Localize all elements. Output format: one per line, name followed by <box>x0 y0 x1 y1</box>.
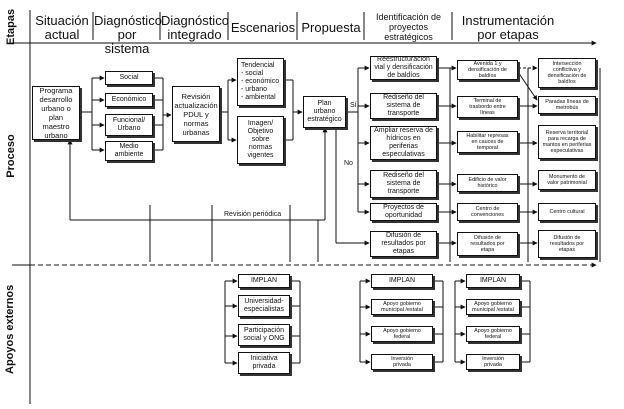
proyecto-rediseno-transporte-2-box: Rediseño del sistema de transporte <box>370 170 437 198</box>
reserva-territorial-box: Reserva territorial para recarga de mant… <box>538 125 596 159</box>
inversion-privada-box-2: Inversión privada <box>466 354 520 370</box>
apoyo-federal-box-1: Apoyo gobierno federal <box>371 326 433 342</box>
programa-desarrollo-box: Programa desarrollo urbano o plan maestr… <box>32 86 80 140</box>
no-label: No <box>344 160 353 167</box>
proyecto-reestructuracion-vial-box: Reestructuración vial y densificación de… <box>370 56 437 80</box>
apoyo-municipal-estatal-box-2: Apoyo gobierno municipal /estatal <box>466 299 520 315</box>
header-propuesta: Propuesta <box>301 20 361 35</box>
difusion-resultados-etapas-box: Difusión de resultados por etapas <box>538 230 596 258</box>
revision-periodica-label: Revisión periódica <box>224 211 282 218</box>
interseccion-conflictiva-box: Intersección conflictiva y densificación… <box>538 58 596 88</box>
universidad-especialistas-box: Universidad- especialistas <box>238 295 290 317</box>
inversion-privada-box-1: Inversión privada <box>371 354 433 370</box>
proyectos-oportunidad-box: Proyectos de oportunidad <box>370 203 437 221</box>
difusion-resultados-etapa-box: Difusión de resultados por etapa <box>457 232 518 256</box>
header-escenarios: Escenarios <box>230 20 296 35</box>
escenario-tendencial-box: Tendencial - social - económico - urbano… <box>237 58 284 106</box>
economico-box: Económico <box>105 93 153 107</box>
paradas-metrobus-box: Paradas líneas de metrobús <box>538 96 596 114</box>
header-proyectos-estrategicos: Identificación de proyectos estratégicos <box>375 12 442 42</box>
etapas-label: Etapas <box>5 8 17 45</box>
proyecto-rediseno-transporte-box: Rediseño del sistema de transporte <box>370 93 437 119</box>
header-diagnostico-sistema: Diagnóstico por sistema <box>94 13 162 56</box>
habilitar-represas-box: Habilitar represas en cauces de temporal <box>457 131 518 153</box>
implan-box-3: IMPLAN <box>466 274 520 288</box>
medio-ambiente-box: Medio ambiente <box>105 141 153 161</box>
avenida-densificacion-box: Avenida 1 y densificación de baldíos <box>457 60 518 80</box>
proceso-label: Proceso <box>5 134 17 178</box>
implan-box-1: IMPLAN <box>238 274 290 288</box>
implan-box-2: IMPLAN <box>371 274 433 288</box>
apoyo-federal-box-2: Apoyo gobierno federal <box>466 326 520 342</box>
participacion-social-box: Participación social y ONG <box>238 324 290 346</box>
si-label: Sí <box>350 102 357 109</box>
terminal-trasbordo-box: Terminal de trasbordo entre líneas <box>457 96 518 118</box>
plan-urbano-estrategico-box: Plan urbano estratégico <box>303 96 346 128</box>
monumento-patrimonial-box: Monumento de valor patrimonial <box>538 170 596 190</box>
header-situacion-actual: Situación actual <box>35 13 89 42</box>
centro-convenciones-box: Centro de convenciones <box>457 203 518 221</box>
header-diagnostico-integrado: Diagnóstico integrado <box>161 13 229 42</box>
proyecto-reserva-hidricos-box: Ampliar reserva de hídricos en periferia… <box>370 126 437 160</box>
escenario-imagen-objetivo-box: Imagen/ Objetivo sobre normas vigentes <box>237 116 284 164</box>
edificio-valor-historico-box: Edificio de valor histórico <box>457 174 518 192</box>
difusion-resultados-propuesta-box: Difusión de resultados por etapas <box>370 231 437 257</box>
centro-cultural-box: Centro cultural <box>538 203 596 221</box>
apoyo-municipal-estatal-box-1: Apoyo gobierno municipal /estatal <box>371 299 433 315</box>
iniciativa-privada-box: Iniciativa privada <box>238 352 290 374</box>
revision-pdul-box: Revisión actualización PDUL y normas urb… <box>172 86 220 142</box>
apoyos-externos-label: Apoyos externos <box>4 284 16 374</box>
funcional-urbano-box: Funcional/ Urbano <box>105 114 153 136</box>
social-box: Social <box>105 71 153 85</box>
header-instrumentacion: Instrumentación por etapas <box>461 13 555 42</box>
